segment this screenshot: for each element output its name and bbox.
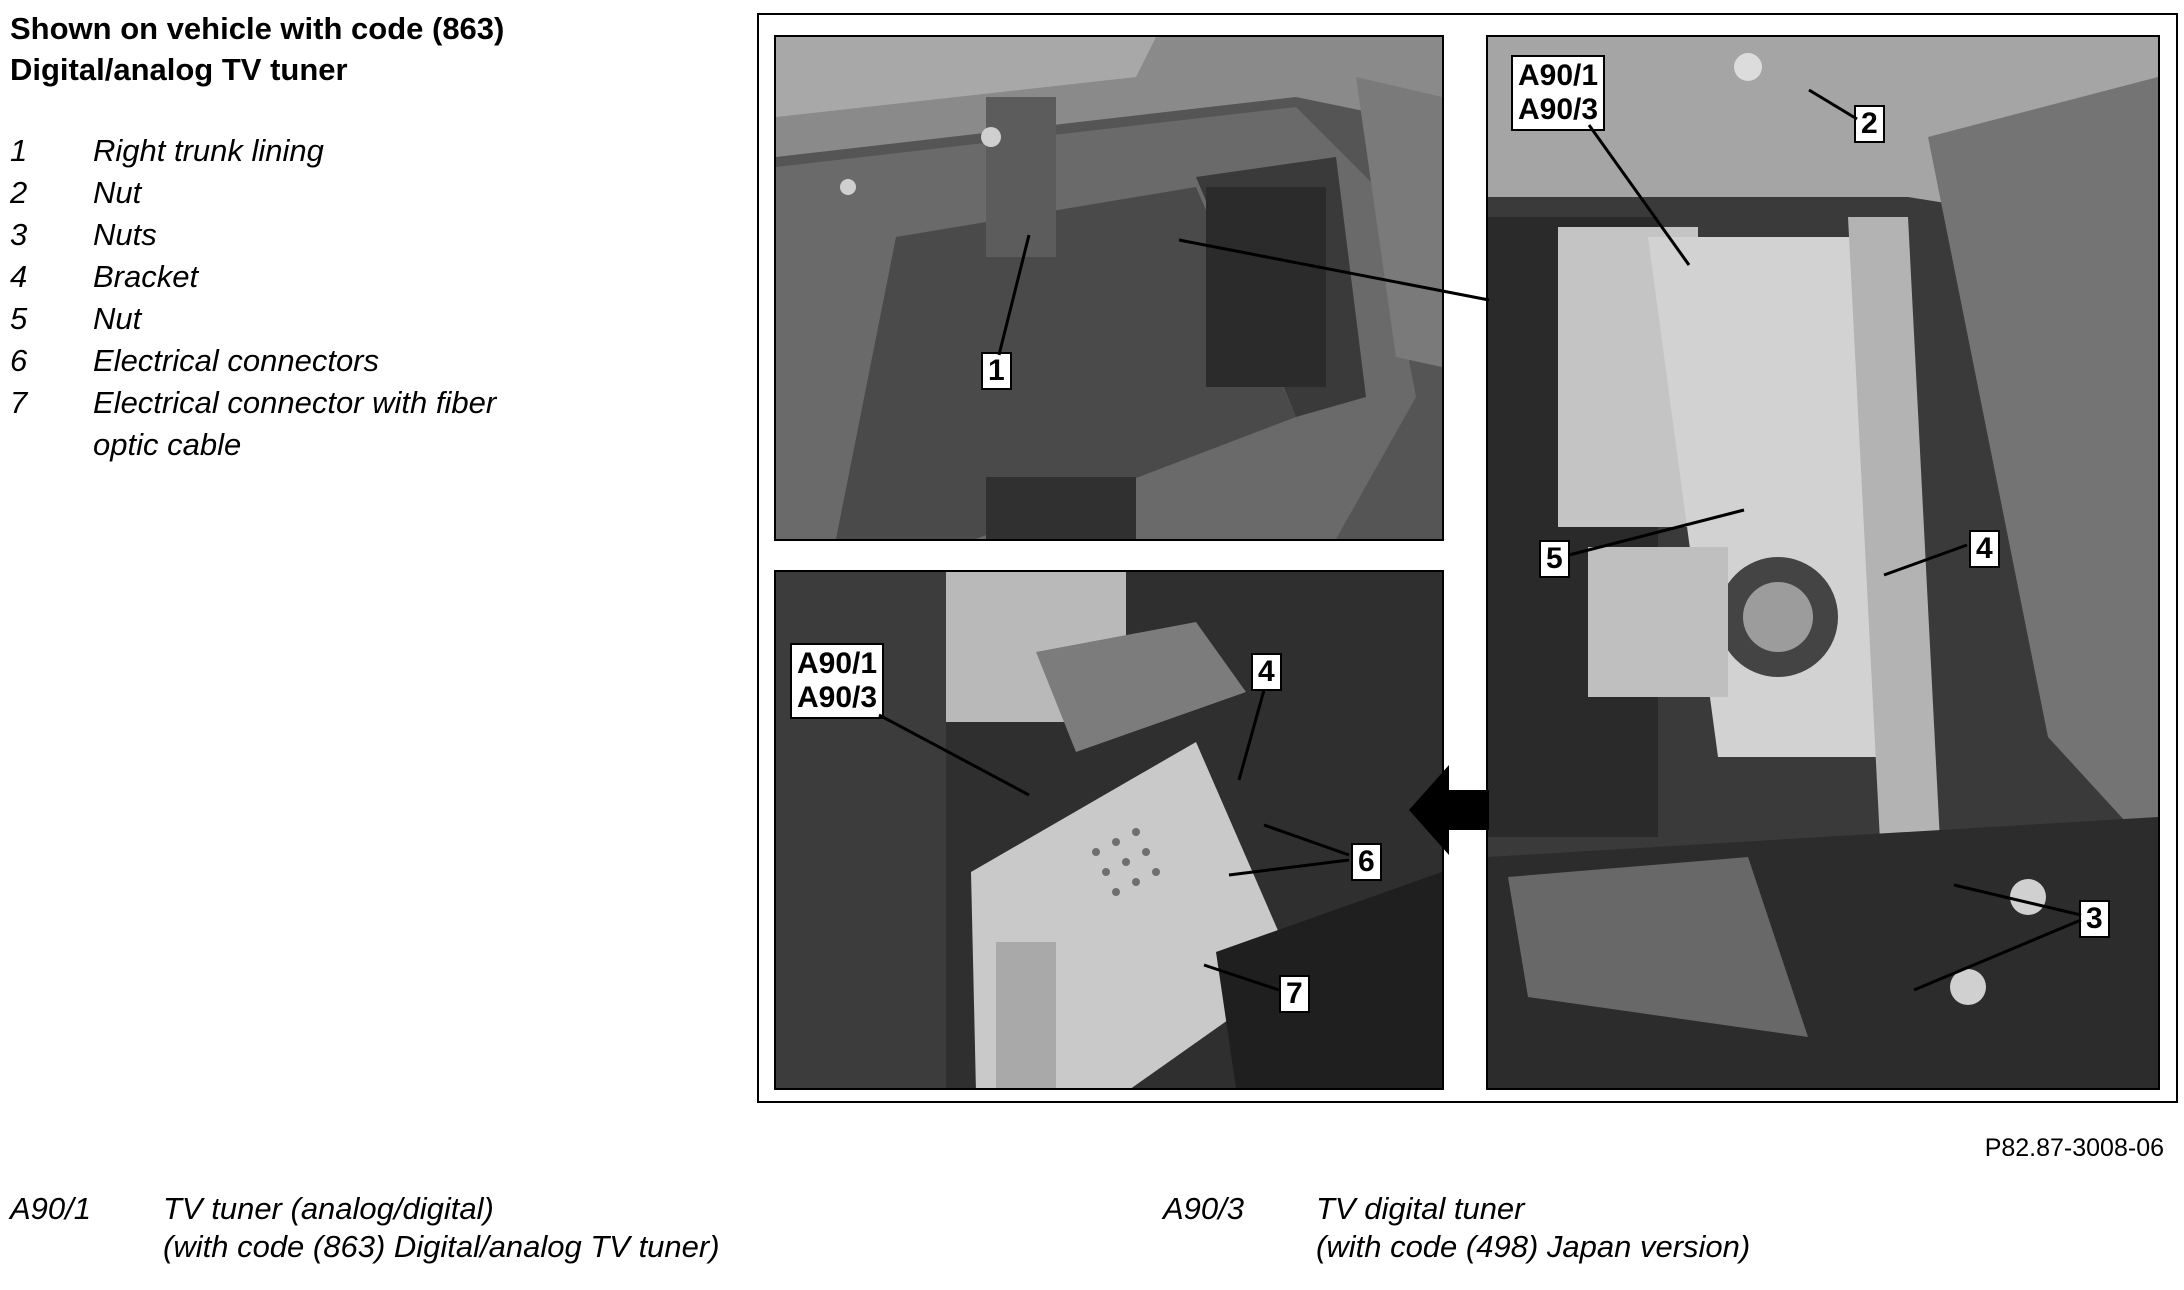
legend-item: 7 Electrical connector with fiber optic c… (10, 382, 633, 466)
callout-7: 7 (1279, 975, 1310, 1013)
callout-code-a90-1: A90/1 (1518, 59, 1599, 92)
photo-trunk (774, 35, 1444, 541)
legend-text: Electrical connectors (93, 343, 380, 378)
code-description-line-2: (with code (498) Japan version) (1316, 1229, 1751, 1264)
code-row: A90/1 TV tuner (analog/digital) (with co… (10, 1190, 720, 1266)
callout-5: 5 (1539, 540, 1570, 578)
legend-item: 2 Nut (10, 172, 633, 214)
code-row: A90/3 TV digital tuner (with code (498) … (1163, 1190, 1750, 1266)
legend-item: 1 Right trunk lining (10, 130, 633, 172)
legend-text: Nut (93, 301, 142, 336)
heading-line-1: Shown on vehicle with code (863) (10, 11, 505, 46)
figure-frame: 1 A90/1 A90/3 4 6 7 (757, 13, 2178, 1103)
callout-4-right: 4 (1969, 530, 2000, 568)
tuner-closeup-drawing (776, 572, 1442, 1088)
legend-text: Right trunk lining (93, 133, 324, 168)
figure-code: P82.87-3008-06 (1984, 1134, 2164, 1162)
legend-number: 5 (10, 301, 28, 336)
legend-number: 4 (10, 259, 28, 294)
legend-item: 3 Nuts (10, 214, 633, 256)
page-heading: Shown on vehicle with code (863) Digital… (10, 8, 504, 90)
callout-4-bottom: 4 (1251, 653, 1282, 691)
trunk-photo-drawing (776, 37, 1442, 539)
callout-code-a90-1: A90/1 (797, 647, 878, 680)
legend-text: Electrical connector with fiber optic ca… (93, 385, 497, 462)
legend-number: 6 (10, 343, 28, 378)
legend-item: 6 Electrical connectors (10, 340, 633, 382)
legend-item: 5 Nut (10, 298, 633, 340)
code-description-line-1: TV digital tuner (1316, 1191, 1525, 1226)
legend-text: Bracket (93, 259, 199, 294)
photo-tuner-closeup (774, 570, 1444, 1090)
callout-2: 2 (1854, 105, 1885, 143)
callout-a90-codes-right: A90/1 A90/3 (1511, 55, 1606, 131)
code-a90-3-block: A90/3 TV digital tuner (with code (498) … (1163, 1190, 1750, 1266)
code-description-line-1: TV tuner (analog/digital) (163, 1191, 494, 1226)
legend-number: 7 (10, 385, 28, 420)
callout-6: 6 (1351, 843, 1382, 881)
legend-text: Nut (93, 175, 142, 210)
code-a90-1-block: A90/1 TV tuner (analog/digital) (with co… (10, 1190, 720, 1266)
tuner-mounted-drawing (1488, 37, 2158, 1088)
code-description: TV digital tuner (with code (498) Japan … (1316, 1190, 1750, 1266)
legend-item: 4 Bracket (10, 256, 633, 298)
direction-arrow-icon (1409, 765, 1489, 855)
photo-tuner-mounted (1486, 35, 2160, 1090)
code-description: TV tuner (analog/digital) (with code (86… (163, 1190, 720, 1266)
callout-a90-codes-bottom: A90/1 A90/3 (790, 643, 885, 719)
legend-number: 2 (10, 175, 28, 210)
legend-text: Nuts (93, 217, 157, 252)
heading-line-2: Digital/analog TV tuner (10, 52, 348, 87)
callout-1-top: 1 (981, 352, 1012, 390)
legend-number: 1 (10, 133, 28, 168)
callout-3: 3 (2079, 900, 2110, 938)
code-id: A90/3 (1163, 1191, 1245, 1226)
callout-code-a90-3: A90/3 (797, 681, 878, 714)
legend-number: 3 (10, 217, 28, 252)
code-id: A90/1 (10, 1191, 92, 1226)
code-description-line-2: (with code (863) Digital/analog TV tuner… (163, 1229, 720, 1264)
callout-code-a90-3: A90/3 (1518, 93, 1599, 126)
